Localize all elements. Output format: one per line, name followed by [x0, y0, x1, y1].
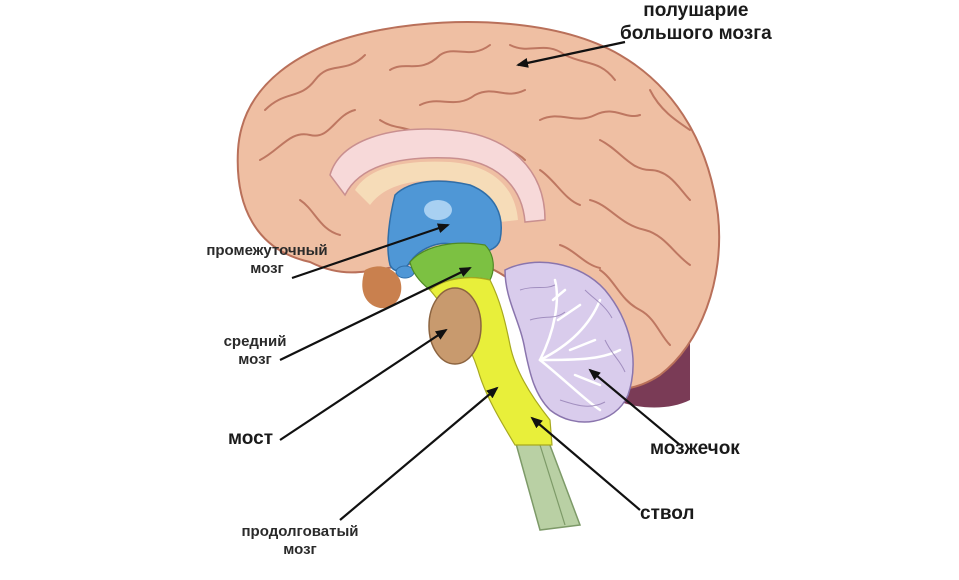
corpus-callosum: [329, 128, 546, 223]
arrow-cerebellum: [588, 368, 681, 446]
arrow-stem: [530, 416, 641, 511]
label-diencephalon: промежуточный мозг: [206, 242, 328, 277]
arrow-diencephalon: [291, 223, 450, 280]
third-ventricle: [424, 200, 452, 220]
arrow-midbrain: [279, 267, 472, 361]
label-stem: ствол: [640, 503, 695, 524]
arrow-pons: [279, 328, 448, 441]
label-medulla: продолговатый мозг: [241, 523, 359, 558]
arrow-medulla: [339, 386, 499, 521]
temporal-lobe: [362, 266, 402, 309]
label-hemisphere: полушарие большого мозга: [620, 0, 772, 44]
arbor-vitae: [538, 278, 622, 412]
arrow-hemisphere: [516, 40, 626, 68]
label-midbrain: средний мозг: [223, 333, 287, 368]
fornix: [355, 161, 518, 222]
spinal-cord: [514, 439, 582, 531]
pointer-lines: [279, 40, 681, 521]
label-cerebellum: мозжечок: [650, 438, 740, 459]
pons-bulge: [428, 287, 482, 365]
label-pons: мост: [228, 428, 274, 449]
